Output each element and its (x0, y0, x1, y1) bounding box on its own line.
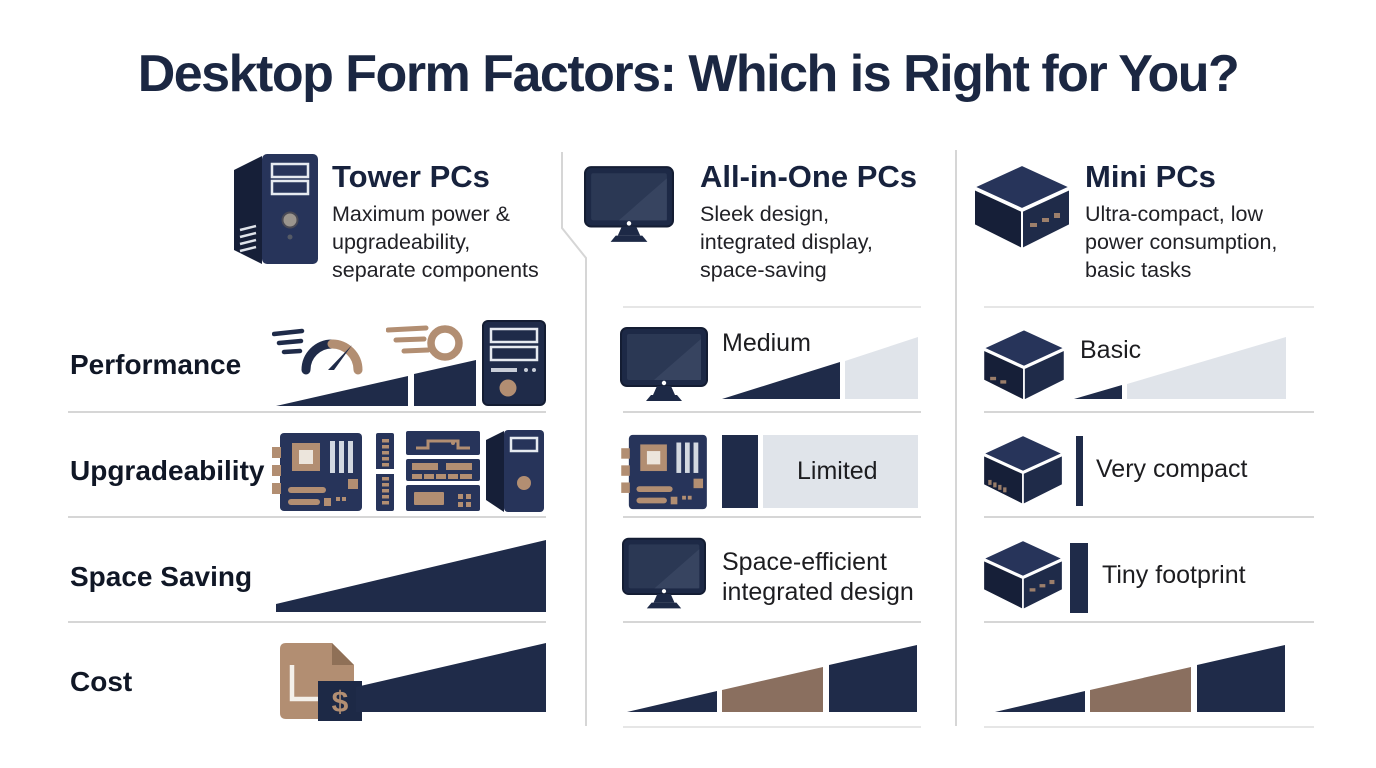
mini-pc-box-icon (982, 539, 1064, 611)
performance-value-mini: Basic (1080, 336, 1142, 364)
bar-empty-segment: Limited (763, 435, 918, 508)
separator-line (623, 411, 921, 413)
row-label-space-saving: Space Saving (70, 561, 253, 592)
separator-line (623, 621, 921, 623)
mini-pc-box-icon (973, 164, 1071, 250)
performance-wedge-tower (276, 360, 476, 406)
all-in-one-monitor-icon (622, 537, 706, 609)
space-saving-value-mini: Tiny footprint (1102, 561, 1246, 589)
upgradeability-value-mini: Very compact (1096, 455, 1248, 483)
separator-line (623, 516, 921, 518)
divider-bar-thick (1070, 543, 1088, 613)
separator-line (984, 306, 1314, 308)
separator-line (984, 516, 1314, 518)
tower-pc-icon (486, 430, 544, 512)
space-saving-value-all-in-one: Space-efficient integrated design (722, 548, 914, 606)
performance-wedge-mini (1074, 337, 1286, 399)
column-divider-1 (561, 152, 587, 726)
price-document-icon: $ (280, 643, 362, 721)
column-title: Tower PCs (332, 159, 490, 194)
separator-line (984, 411, 1314, 413)
cost-wedge-tower (356, 643, 546, 712)
column-title: All-in-One PCs (700, 159, 918, 194)
performance-value-all-in-one: Medium (722, 329, 811, 357)
space-saving-wedge-tower (276, 540, 546, 612)
column-header-all-in-one: All-in-One PCs Sleek design, integrated … (700, 159, 945, 285)
cost-wedge-all-in-one (627, 645, 917, 712)
column-header-tower: Tower PCs Maximum power & upgradeability… (332, 159, 562, 285)
column-description: Maximum power & upgradeability, separate… (332, 202, 539, 282)
row-label-performance: Performance (70, 349, 242, 380)
motherboard-icon (621, 434, 707, 510)
row-label-upgradeability: Upgradeability (70, 455, 265, 486)
bar-filled-segment (722, 435, 758, 508)
upgradeability-value-all-in-one: Limited (797, 457, 878, 485)
column-divider-2 (955, 150, 957, 726)
all-in-one-monitor-icon (620, 327, 708, 401)
all-in-one-monitor-icon (584, 166, 674, 242)
tower-pc-icon (234, 154, 318, 264)
divider-bar (1076, 436, 1083, 506)
speedometer-icon (272, 328, 363, 375)
separator-line (68, 621, 546, 623)
tower-pc-front-icon (482, 320, 546, 406)
separator-line (68, 516, 546, 518)
column-description: Ultra-compact, low power consumption, ba… (1085, 202, 1278, 282)
ram-stick-icon (376, 433, 394, 511)
row-label-cost: Cost (70, 666, 133, 697)
separator-line (623, 306, 921, 308)
pc-components-icon (406, 431, 480, 511)
column-title: Mini PCs (1085, 159, 1216, 194)
separator-line (984, 621, 1314, 623)
column-header-mini: Mini PCs Ultra-compact, low power consum… (1085, 159, 1320, 285)
separator-line (623, 726, 921, 728)
comet-icon (386, 325, 463, 361)
separator-line (984, 726, 1314, 728)
page-title: Desktop Form Factors: Which is Right for… (137, 45, 1240, 103)
cost-wedge-mini (995, 645, 1285, 712)
separator-line (68, 411, 546, 413)
mini-pc-box-icon (982, 328, 1066, 402)
motherboard-icon (272, 433, 362, 511)
dollar-sign: $ (332, 686, 349, 719)
performance-wedge-all-in-one (722, 337, 918, 399)
mini-pc-box-icon (982, 434, 1064, 506)
column-description: Sleek design, integrated display, space-… (700, 202, 873, 282)
upgradeability-bar-all-in-one: Limited (722, 435, 918, 508)
